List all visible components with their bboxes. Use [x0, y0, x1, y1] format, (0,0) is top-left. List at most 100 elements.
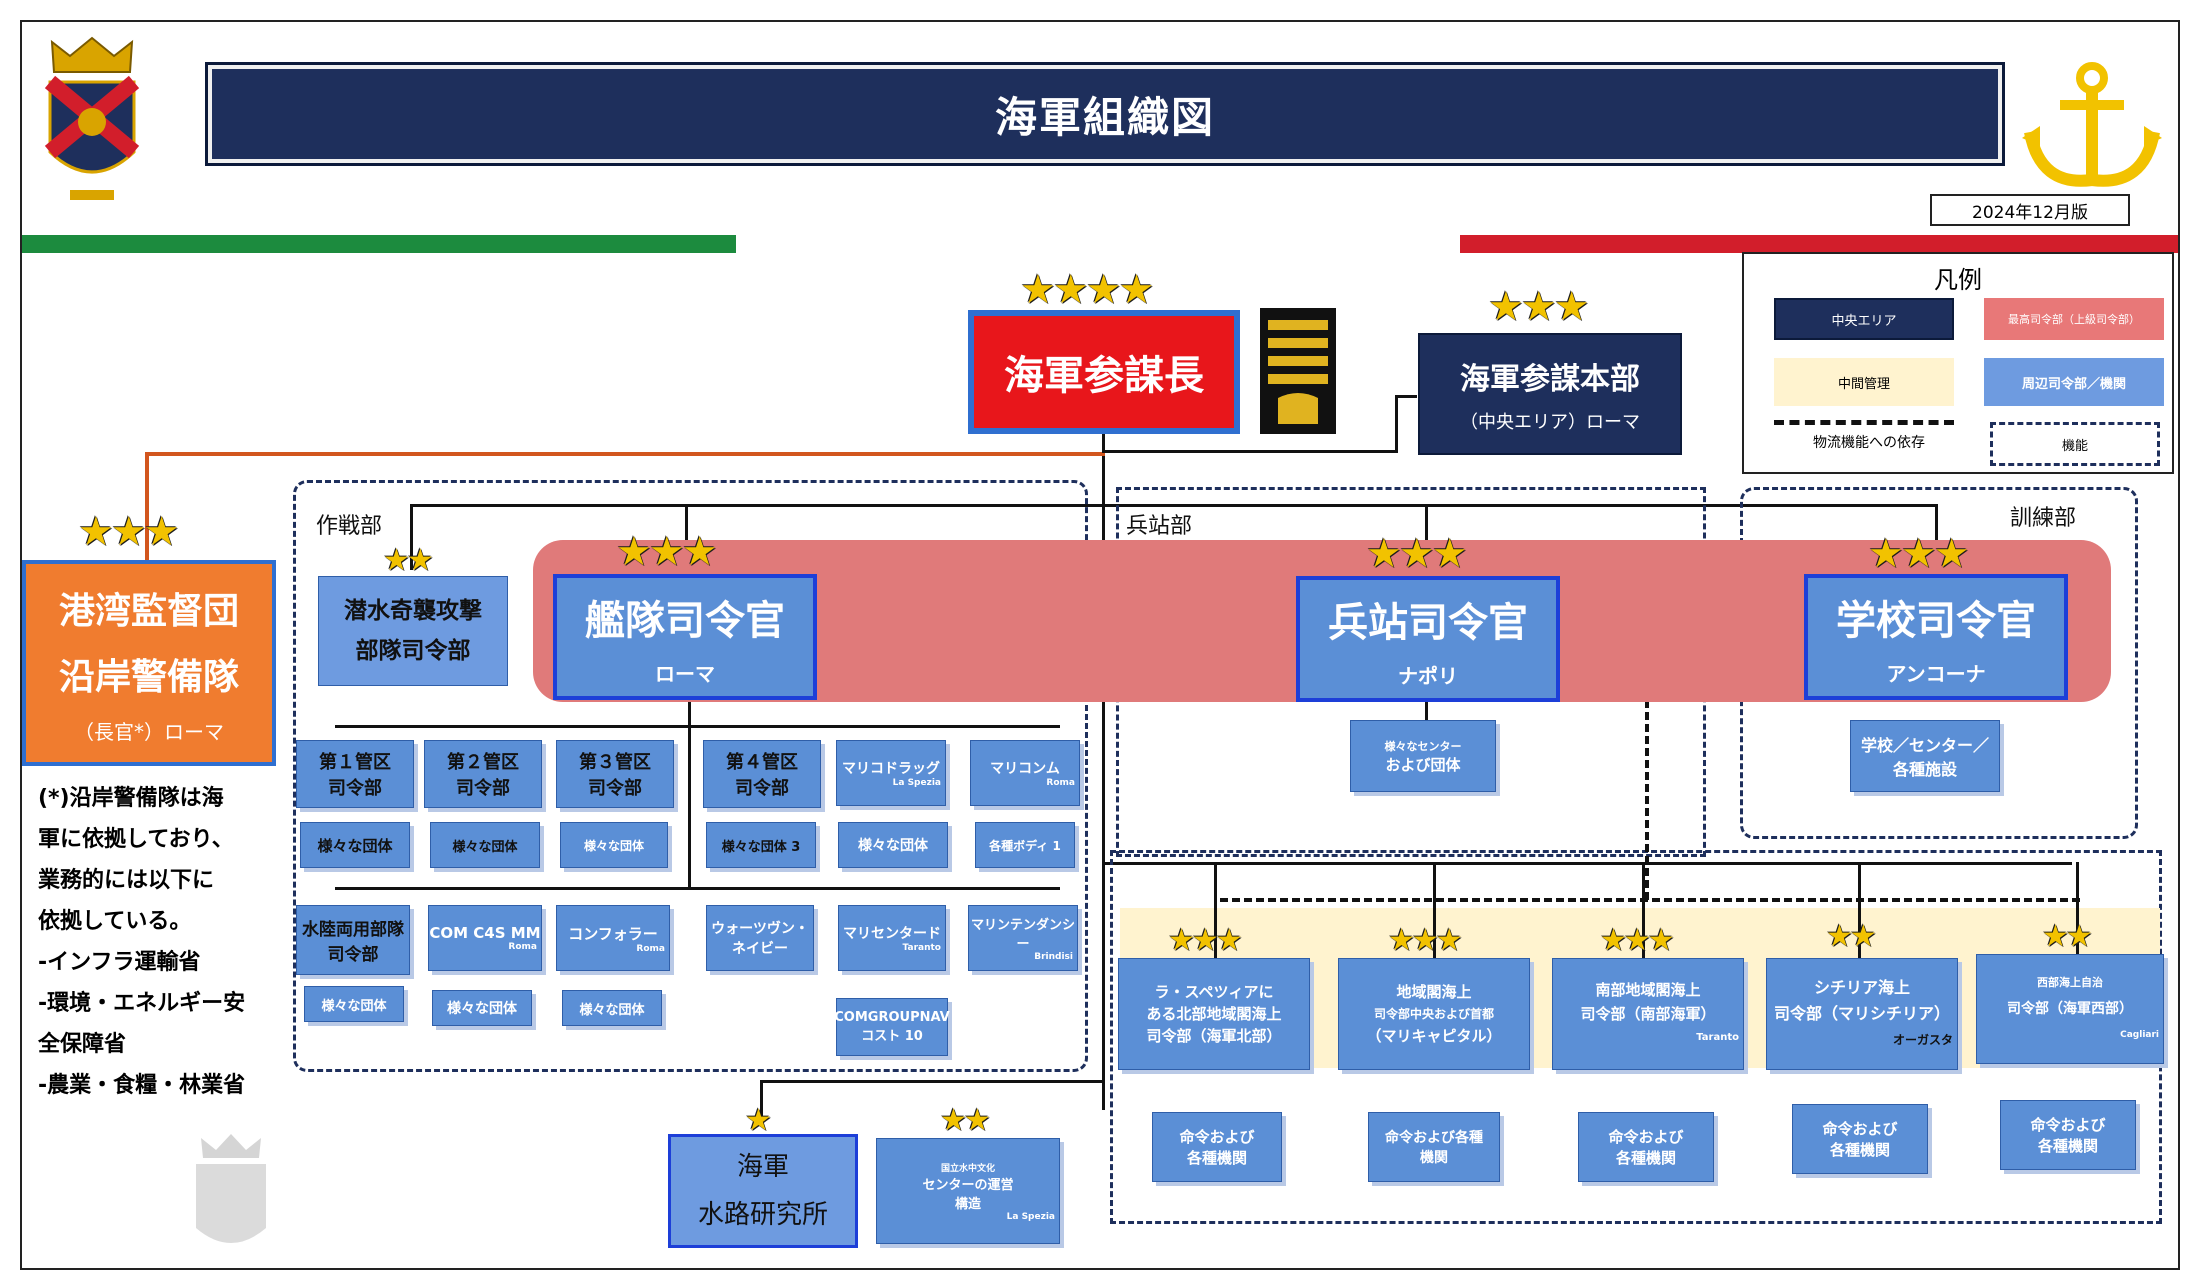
regional-sub: 命令および	[1608, 1128, 1684, 1146]
note-line: 全保障省	[38, 1032, 127, 1057]
general-staff-label: 海軍参謀本部	[1460, 362, 1640, 397]
fleet-commander-box: 艦隊司令官 ローマ	[553, 574, 817, 700]
submarine-label1: 潜水奇襲攻撃	[344, 598, 482, 624]
note-line: -インフラ運輸省	[38, 950, 201, 975]
logistics-units-box: 様々なセンター および団体	[1350, 720, 1496, 792]
school-sub: アンコーナ	[1886, 661, 1986, 686]
regional-l2: 司令部（南部海軍）	[1580, 1005, 1716, 1023]
ocean-center-stars: ★★	[940, 1103, 991, 1138]
school-stars: ★★★	[1868, 531, 1970, 577]
fleet-stars: ★★★	[616, 529, 718, 575]
regional-4-units: 命令および各種機関	[1792, 1104, 1928, 1174]
regional-sub: 命令および	[2030, 1116, 2106, 1134]
ocean-place: La Spezia	[1006, 1211, 1055, 1222]
school-label-text: 学校司令官	[1836, 597, 2036, 644]
school-units-line1: 学校／センター／	[1860, 736, 1989, 755]
comc4s-box: COM C4S MM Roma	[428, 905, 542, 971]
unit-place: Roma	[636, 943, 665, 954]
district-4-box: 第４管区司令部	[703, 740, 821, 808]
coast-guard-box: 港湾監督団 沿岸警備隊 （長官*）ローマ	[22, 560, 276, 766]
logistics-label-text: 兵站司令官	[1328, 599, 1528, 646]
regional-3-stars: ★★★	[1600, 923, 1675, 958]
regional-1-stars: ★★★	[1168, 923, 1243, 958]
regional-place: オーガスタ	[1892, 1033, 1953, 1047]
unit-label: 司令部	[327, 945, 379, 965]
regional-2-box: 地域閣海上司令部中央および首都（マリキャピタル）	[1338, 958, 1530, 1070]
unit-label: COM C4S MM	[429, 924, 541, 942]
note-line: 依拠している。	[38, 909, 192, 934]
regional-3-units: 命令および各種機関	[1578, 1112, 1714, 1182]
general-staff-stars: ★★★	[1488, 284, 1590, 330]
unit-place: Roma	[1046, 778, 1075, 788]
legend-intermediate: 中間管理	[1774, 358, 1954, 406]
regional-l3: （マリキャピタル）	[1366, 1027, 1502, 1045]
operations-section	[293, 480, 1088, 1072]
regional-3-box: 南部地域閣海上司令部（南部海軍） Taranto	[1552, 958, 1744, 1070]
hydro-l2: 水路研究所	[697, 1200, 828, 1230]
regional-5-stars: ★★	[2042, 919, 2093, 954]
district-2-box: 第２管区司令部	[424, 740, 542, 808]
marisentard-box: マリセンタード Taranto	[838, 905, 946, 971]
note-line: (*)沿岸警備隊は海	[38, 786, 224, 811]
district-label: 第２管区	[447, 752, 519, 773]
district-label: 第１管区	[319, 752, 391, 773]
regional-4-box: シチリア海上司令部（マリシチリア） オーガスタ	[1766, 958, 1958, 1070]
coast-guard-stars: ★★★	[78, 509, 180, 555]
logistics-commander-box: 兵站司令官 ナポリ	[1296, 576, 1560, 702]
maricomm-box: マリコンム Roma	[970, 740, 1080, 806]
legend-dash-sample	[1774, 420, 1954, 425]
note-line: 業務的には以下に	[38, 868, 215, 893]
district-label: 司令部	[328, 778, 382, 799]
regional-1-units: 命令および各種機関	[1152, 1112, 1282, 1182]
ocean-l1: 国立水中文化	[940, 1163, 995, 1174]
maricomm-units: 各種ボディ 1	[975, 822, 1075, 868]
unit-place: Taranto	[902, 943, 941, 953]
regional-sub: 機関	[1420, 1150, 1448, 1166]
general-staff-box: 海軍参謀本部 （中央エリア）ローマ	[1418, 333, 1682, 455]
logistics-units-line1: 様々なセンター	[1384, 739, 1462, 753]
comc4s-units: 様々な団体	[432, 990, 532, 1026]
legend-central: 中央エリア	[1774, 298, 1954, 340]
district-2-units: 様々な団体	[430, 822, 540, 868]
operations-label: 作戦部	[316, 514, 383, 539]
unit-label: マリンテンダンシー	[970, 918, 1075, 952]
chief-of-staff-box: 海軍参謀長	[968, 310, 1240, 434]
note-line: -農業・食糧・林業省	[38, 1073, 246, 1098]
unit-label: コンフォラー	[568, 924, 658, 943]
district-label: 司令部	[456, 778, 510, 799]
marintendancy-box: マリンテンダンシー Brindisi	[968, 905, 1078, 971]
submarine-stars: ★★	[383, 543, 434, 578]
flag-red-band	[1460, 235, 2178, 253]
submarine-label2: 部隊司令部	[355, 638, 471, 664]
legend-logistics-dep: 物流機能への依存	[1813, 435, 1925, 451]
legend-top-command: 最高司令部（上級司令部）	[1984, 298, 2164, 340]
regional-l1: シチリア海上	[1813, 978, 1910, 997]
logistics-sub: ナポリ	[1398, 663, 1458, 688]
regional-2-stars: ★★★	[1388, 923, 1463, 958]
unit-place: Roma	[508, 942, 537, 952]
district-label: 第４管区	[726, 752, 798, 773]
district-1-box: 第１管区司令部	[296, 740, 414, 808]
regional-l2: ある北部地域閣海上	[1146, 1005, 1282, 1023]
regional-4-stars: ★★	[1826, 919, 1877, 954]
watermark-crest-icon	[196, 1134, 266, 1243]
regional-l3: 司令部（海軍北部）	[1146, 1027, 1282, 1045]
fleet-label: 艦隊司令官	[585, 597, 785, 644]
coast-guard-line1: 港湾監督団	[58, 590, 239, 632]
legend-title: 凡例	[1934, 266, 1982, 294]
ocean-l3: 構造	[954, 1196, 981, 1212]
edition-label: 2024年12月版	[1930, 194, 2130, 226]
flag-white-band	[736, 235, 1460, 253]
unit-label: COMGROUPNAV	[834, 1010, 950, 1025]
district-1-units: 様々な団体	[300, 822, 410, 868]
unit-label: マリコドラッグ	[842, 761, 940, 777]
note-line: -環境・エネルギー安	[38, 991, 246, 1016]
submarine-command-box: 潜水奇襲攻撃 部隊司令部	[318, 576, 508, 686]
school-units-line2: 各種施設	[1892, 760, 1957, 779]
navy-crest-icon	[44, 36, 140, 200]
regional-sub: 命令および	[1179, 1128, 1255, 1146]
fleet-sub: ローマ	[655, 661, 715, 686]
regional-place: Cagliari	[2120, 1030, 2159, 1040]
unit-label: マリセンタード	[843, 926, 941, 942]
coast-guard-line2: 沿岸警備隊	[58, 656, 239, 698]
